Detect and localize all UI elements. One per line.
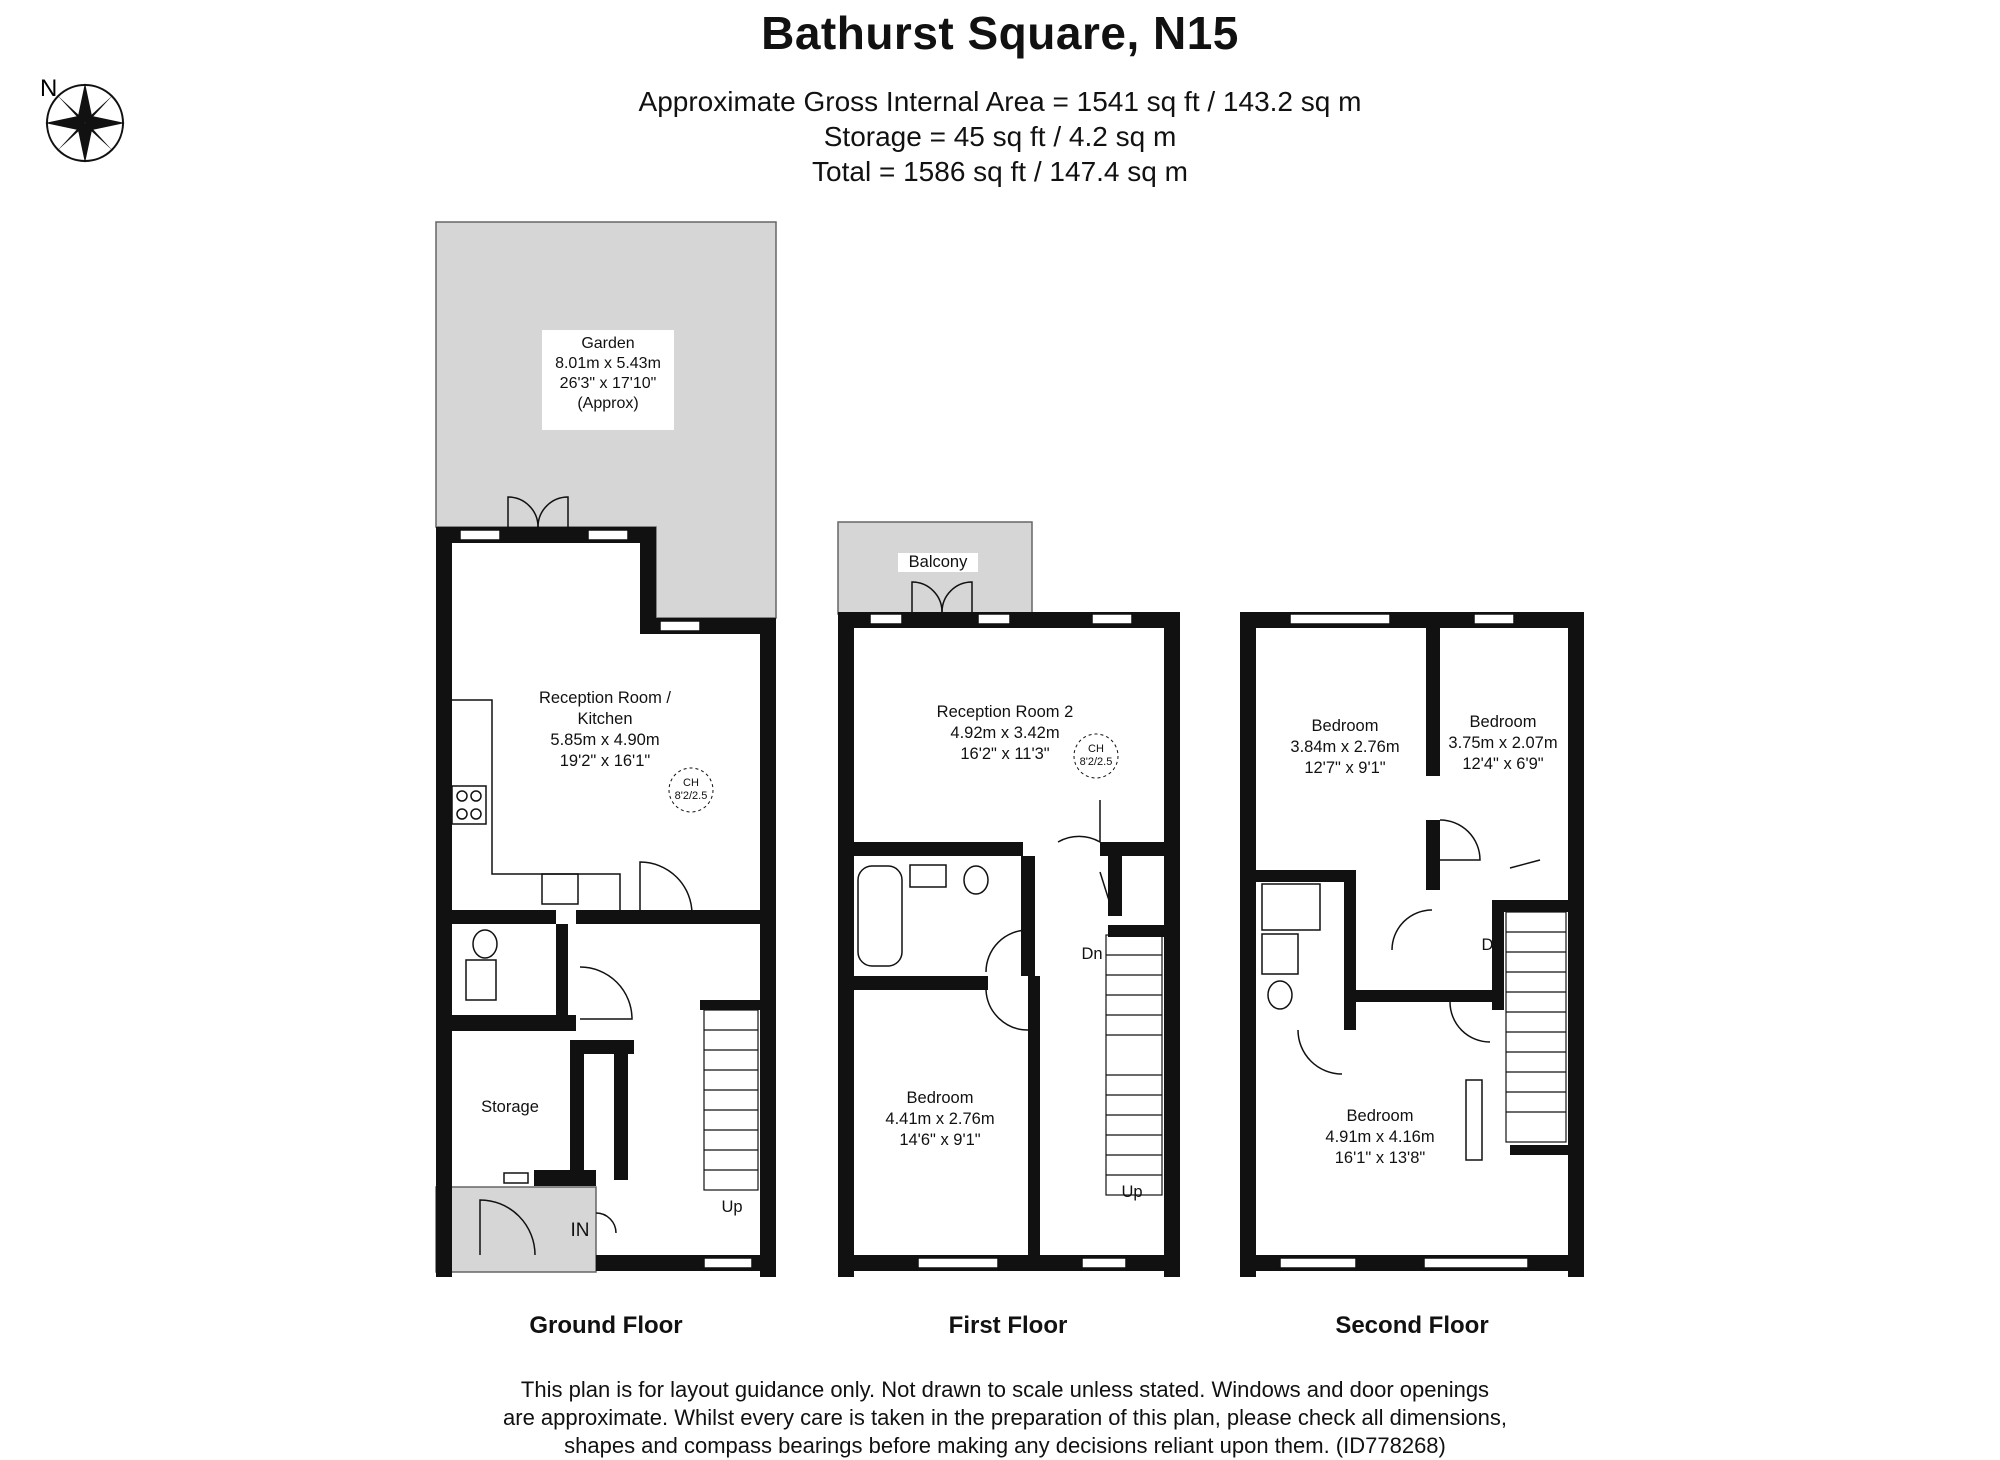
- second-bedroom-3-label: Bedroom 4.91m x 4.16m 16'1" x 13'8": [1305, 1106, 1455, 1169]
- shower-icon: [1261, 883, 1321, 931]
- garden-imperial: 26'3" x 17'10": [559, 375, 657, 392]
- first-stairs-up-label: Up: [1121, 1183, 1143, 1201]
- ch-height: 8'2/2.5: [674, 790, 708, 802]
- reception-kitchen-metric: 5.85m x 4.90m: [550, 731, 660, 749]
- ground-floor-walls: [436, 527, 776, 1277]
- toilet-icon: [963, 865, 989, 895]
- reception-room-2-name: Reception Room 2: [936, 703, 1074, 721]
- reception-kitchen-name-2: Kitchen: [577, 710, 633, 728]
- second-bedroom-2-metric: 3.75m x 2.07m: [1448, 734, 1558, 752]
- storage-label: Storage: [481, 1098, 539, 1116]
- first-bedroom-metric: 4.41m x 2.76m: [885, 1110, 995, 1128]
- basin-icon: [465, 959, 497, 1001]
- reception-room-2-metric: 4.92m x 3.42m: [950, 724, 1060, 742]
- garden-name: Garden: [581, 335, 635, 352]
- disclaimer-line-1: This plan is for layout guidance only. N…: [520, 1377, 1490, 1402]
- garden-french-doors: [507, 496, 569, 528]
- second-bedroom-2-imperial: 12'4" x 6'9": [1462, 755, 1544, 773]
- ch-height: 8'2/2.5: [1079, 756, 1113, 768]
- second-bedroom-3-imperial: 16'1" x 13'8": [1334, 1149, 1426, 1167]
- basin-icon: [909, 864, 947, 888]
- second-bedroom-2-label: Bedroom 3.75m x 2.07m 12'4" x 6'9": [1438, 712, 1568, 775]
- reception-room-2-imperial: 16'2" x 11'3": [960, 745, 1050, 763]
- toilet-icon: [472, 929, 498, 959]
- first-floor-plan: [837, 521, 1180, 1277]
- reception-kitchen-imperial: 19'2" x 16'1": [559, 752, 651, 770]
- second-floor-label: Second Floor: [1335, 1312, 1489, 1339]
- second-bedroom-3-metric: 4.91m x 4.16m: [1325, 1128, 1435, 1146]
- first-stairs: [1105, 934, 1163, 1196]
- hob-icon: [451, 785, 487, 825]
- reception-room-2-label: Reception Room 2 4.92m x 3.42m 16'2" x 1…: [920, 702, 1090, 765]
- gross-internal-area: Approximate Gross Internal Area = 1541 s…: [638, 86, 1362, 117]
- first-floor-label: First Floor: [948, 1312, 1068, 1339]
- ground-stairs: [703, 1009, 759, 1191]
- balcony-label: Balcony: [898, 553, 978, 572]
- first-bedroom-imperial: 14'6" x 9'1": [899, 1131, 981, 1149]
- ground-floor-label: Ground Floor: [529, 1312, 683, 1339]
- reception-kitchen-name: Reception Room /: [538, 689, 672, 707]
- disclaimer-line-3: shapes and compass bearings before makin…: [564, 1433, 1446, 1458]
- second-bedroom-1-metric: 3.84m x 2.76m: [1290, 738, 1400, 756]
- second-bedroom-1-imperial: 12'7" x 9'1": [1304, 759, 1386, 777]
- toilet-icon: [1267, 980, 1293, 1010]
- bath-icon: [857, 865, 903, 967]
- first-bedroom-name: Bedroom: [906, 1089, 974, 1107]
- second-floor-plan: [1240, 612, 1584, 1277]
- compass-rose-icon: N: [40, 75, 125, 163]
- ch-abbrev: CH: [1088, 743, 1104, 755]
- second-stairs: [1505, 911, 1567, 1143]
- garden-note: (Approx): [577, 395, 639, 412]
- ground-ceiling-height: CH 8'2/2.5: [666, 777, 716, 803]
- first-stairs-down-label: Dn: [1081, 945, 1103, 963]
- garden-label-box: Garden 8.01m x 5.43m 26'3" x 17'10" (App…: [542, 330, 674, 430]
- reception-kitchen-label: Reception Room / Kitchen 5.85m x 4.90m 1…: [510, 688, 700, 772]
- first-bedroom-label: Bedroom 4.41m x 2.76m 14'6" x 9'1": [870, 1088, 1010, 1151]
- plan-title: Bathurst Square, N15: [761, 7, 1239, 59]
- entrance-label: IN: [570, 1220, 590, 1241]
- garden-metric: 8.01m x 5.43m: [555, 355, 661, 372]
- compass-north-label: N: [40, 75, 57, 102]
- storage-area: Storage = 45 sq ft / 4.2 sq m: [823, 121, 1177, 152]
- basin-icon: [1261, 933, 1299, 975]
- second-stairs-down-label: Dn: [1481, 936, 1503, 954]
- first-ceiling-height: CH 8'2/2.5: [1071, 743, 1121, 769]
- second-bedroom-3-name: Bedroom: [1346, 1107, 1414, 1125]
- ground-stairs-up-label: Up: [721, 1198, 743, 1216]
- second-bedroom-1-name: Bedroom: [1311, 717, 1379, 735]
- second-bedroom-1-label: Bedroom 3.84m x 2.76m 12'7" x 9'1": [1270, 716, 1420, 779]
- disclaimer-line-2: are approximate. Whilst every care is ta…: [503, 1405, 1507, 1430]
- sink-icon: [541, 873, 579, 905]
- disclaimer: This plan is for layout guidance only. N…: [300, 1376, 1710, 1460]
- second-bedroom-2-name: Bedroom: [1469, 713, 1537, 731]
- total-area: Total = 1586 sq ft / 147.4 sq m: [812, 156, 1188, 187]
- ch-abbrev: CH: [683, 777, 699, 789]
